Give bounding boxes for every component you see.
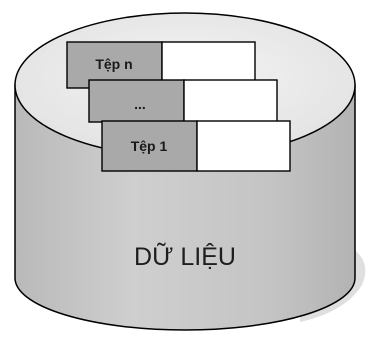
file-record-1: Tệp 1 <box>101 120 291 172</box>
file-label-text: Tệp n <box>95 56 132 72</box>
cylinder-caption: DỮ LIỆU <box>134 242 236 271</box>
file-label-cell <box>88 79 185 123</box>
file-label-text: ... <box>134 96 146 112</box>
file-label-text: Tệp 1 <box>131 138 168 154</box>
file-record-ellipsis: ... <box>88 79 278 123</box>
file-data-cell <box>183 79 278 123</box>
file-data-cell <box>196 120 291 172</box>
